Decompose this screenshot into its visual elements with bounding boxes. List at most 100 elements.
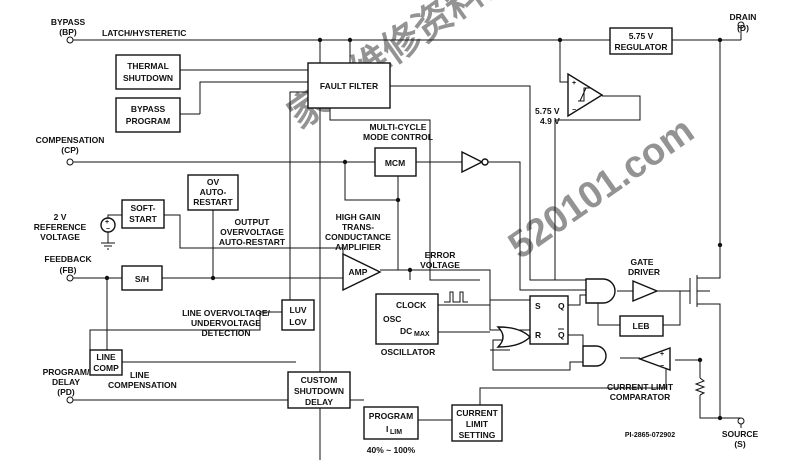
program-ilim-block: PROGRAM I LIM xyxy=(363,406,419,440)
svg-text:AMPLIFIER: AMPLIFIER xyxy=(335,242,381,252)
svg-text:(BP): (BP) xyxy=(59,27,77,37)
leb-block: LEB xyxy=(619,315,664,337)
current-limit-setting-block: CURRENT LIMIT SETTING xyxy=(451,404,503,442)
program-pin-label: PROGRAM/ xyxy=(43,367,90,377)
svg-text:Q: Q xyxy=(558,301,565,311)
svg-text:VOLTAGE: VOLTAGE xyxy=(420,260,460,270)
svg-text:LEB: LEB xyxy=(633,321,650,331)
svg-text:CONDUCTANCE: CONDUCTANCE xyxy=(325,232,391,242)
and-gate-current xyxy=(582,345,607,367)
svg-text:AUTO-: AUTO- xyxy=(200,187,227,197)
svg-text:VOLTAGE: VOLTAGE xyxy=(40,232,80,242)
svg-text:2 V: 2 V xyxy=(54,212,67,222)
svg-text:+: + xyxy=(572,80,576,87)
svg-text:DETECTION: DETECTION xyxy=(201,328,250,338)
svg-text:MAX: MAX xyxy=(414,331,430,338)
svg-text:LOV: LOV xyxy=(289,317,307,327)
fault-filter-block: FAULT FILTER xyxy=(307,62,391,109)
svg-text:+: + xyxy=(660,351,664,358)
regulator-block: 5.75 V REGULATOR xyxy=(609,27,673,55)
svg-text:SETTING: SETTING xyxy=(459,430,496,440)
svg-text:DRIVER: DRIVER xyxy=(628,267,660,277)
svg-text:CURRENT LIMIT: CURRENT LIMIT xyxy=(607,382,674,392)
custom-shutdown-block: CUSTOM SHUTDOWN DELAY xyxy=(287,371,351,409)
svg-text:THERMAL: THERMAL xyxy=(127,61,169,71)
svg-text:LIM: LIM xyxy=(390,429,402,436)
svg-text:−: − xyxy=(106,226,110,233)
pin-terminals xyxy=(66,21,745,425)
svg-text:(S): (S) xyxy=(734,439,746,449)
svg-text:(PD): (PD) xyxy=(57,387,75,397)
svg-text:SHUTDOWN: SHUTDOWN xyxy=(294,386,344,396)
svg-text:OV: OV xyxy=(207,177,220,187)
svg-text:LIMIT: LIMIT xyxy=(466,419,489,429)
svg-text:LUV: LUV xyxy=(290,305,307,315)
thermal-shutdown-block: THERMAL SHUTDOWN xyxy=(115,54,181,90)
svg-text:RESTART: RESTART xyxy=(193,197,233,207)
svg-text:GATE: GATE xyxy=(631,257,654,267)
oscillator-block: CLOCK OSC DC MAX xyxy=(375,291,468,345)
svg-text:COMP: COMP xyxy=(93,363,119,373)
svg-text:DELAY: DELAY xyxy=(305,397,333,407)
svg-text:CUSTOM: CUSTOM xyxy=(301,375,338,385)
svg-text:−: − xyxy=(572,107,576,114)
junctions xyxy=(104,37,723,421)
svg-text:HIGH GAIN: HIGH GAIN xyxy=(336,212,381,222)
source-pin-label: SOURCE xyxy=(722,429,759,439)
svg-text:UNDERVOLTAGE: UNDERVOLTAGE xyxy=(191,318,261,328)
svg-text:TRANS-: TRANS- xyxy=(342,222,374,232)
feedback-pin-label: FEEDBACK xyxy=(44,254,92,264)
svg-text:FAULT FILTER: FAULT FILTER xyxy=(320,81,378,91)
svg-text:OVERVOLTAGE: OVERVOLTAGE xyxy=(220,227,284,237)
svg-text:AMP: AMP xyxy=(349,267,368,277)
mcm-block: MCM xyxy=(374,147,417,177)
drain-pin-label: DRAIN xyxy=(730,12,757,22)
svg-text:MODE CONTROL: MODE CONTROL xyxy=(363,132,433,142)
svg-text:+: + xyxy=(105,219,109,226)
svg-text:REGULATOR: REGULATOR xyxy=(614,42,667,52)
svg-text:520101.com: 520101.com xyxy=(501,109,702,267)
and-gate-main xyxy=(585,278,616,304)
latch-label: LATCH/HYSTERETIC xyxy=(102,28,186,38)
svg-text:S/H: S/H xyxy=(135,274,149,284)
annotations: LATCH/HYSTERETIC 2 V REFERENCE VOLTAGE O… xyxy=(34,28,675,455)
svg-text:S: S xyxy=(535,301,541,311)
pin-labels: BYPASS (BP) DRAIN (D) COMPENSATION (CP) … xyxy=(36,12,759,449)
svg-text:MULTI-CYCLE: MULTI-CYCLE xyxy=(370,122,427,132)
svg-text:ERROR: ERROR xyxy=(425,250,456,260)
svg-text:MCM: MCM xyxy=(385,158,405,168)
svg-text:PROGRAM: PROGRAM xyxy=(126,116,170,126)
svg-text:5.75 V: 5.75 V xyxy=(629,31,654,41)
svg-text:LINE OVERVOLTAGE/: LINE OVERVOLTAGE/ xyxy=(182,308,270,318)
svg-text:40% ~ 100%: 40% ~ 100% xyxy=(367,445,416,455)
line-comp-block: LINE COMP xyxy=(89,349,123,376)
reference-source: + − xyxy=(100,217,116,250)
current-limit-comparator: + − xyxy=(637,346,671,372)
svg-text:DC: DC xyxy=(400,326,412,336)
svg-text:PROGRAM: PROGRAM xyxy=(369,411,413,421)
inverter-buffer xyxy=(461,150,489,174)
sample-hold-block: S/H xyxy=(121,265,163,291)
gate-driver xyxy=(632,279,659,303)
svg-text:5.75 V: 5.75 V xyxy=(535,106,560,116)
svg-text:−: − xyxy=(660,363,664,370)
svg-text:R: R xyxy=(535,330,541,340)
svg-text:REFERENCE: REFERENCE xyxy=(34,222,87,232)
hysteresis-comparator: + − xyxy=(567,72,604,118)
sr-latch: S Q R Q xyxy=(529,295,569,345)
svg-text:SHUTDOWN: SHUTDOWN xyxy=(123,73,173,83)
svg-text:BYPASS: BYPASS xyxy=(131,104,166,114)
svg-text:I: I xyxy=(386,424,388,434)
svg-text:LINE: LINE xyxy=(130,370,150,380)
svg-text:OUTPUT: OUTPUT xyxy=(235,217,271,227)
svg-text:SOFT-: SOFT- xyxy=(130,203,155,213)
svg-text:OSC: OSC xyxy=(383,314,401,324)
svg-text:COMPARATOR: COMPARATOR xyxy=(610,392,670,402)
svg-text:(CP): (CP) xyxy=(61,145,79,155)
svg-text:(FB): (FB) xyxy=(60,265,77,275)
svg-text:START: START xyxy=(129,214,158,224)
bypass-program-block: BYPASS PROGRAM xyxy=(115,97,181,133)
svg-text:COMPENSATION: COMPENSATION xyxy=(108,380,177,390)
ov-auto-restart-block: OV AUTO- RESTART xyxy=(187,174,239,211)
